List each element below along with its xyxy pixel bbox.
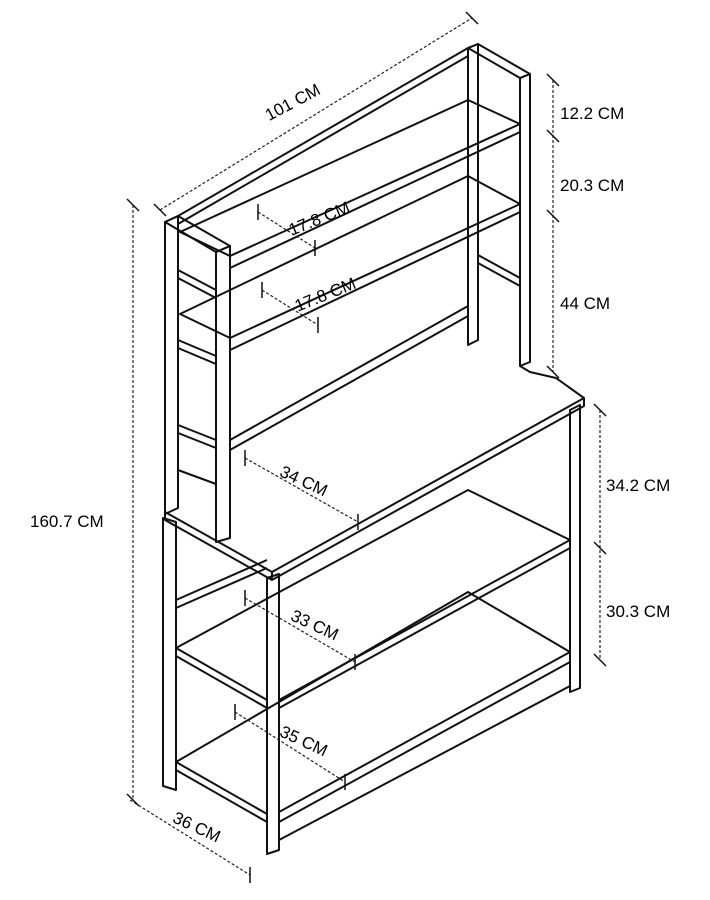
hutch-mid-gap-label: 20.3 CM xyxy=(560,176,625,195)
hutch-left-back-post xyxy=(164,215,179,515)
hutch-left-top-rail xyxy=(164,215,231,253)
front-left-leg xyxy=(266,573,280,855)
hutch-shelf-lower xyxy=(179,175,521,351)
back-left-leg xyxy=(162,517,177,791)
hutch-lower-gap-label: 44 CM xyxy=(560,294,611,313)
middle-shelf xyxy=(175,489,571,709)
total-height-label: 160.7 CM xyxy=(30,512,104,531)
hutch-top-rail xyxy=(177,47,469,225)
top-gap-label: 12.2 CM xyxy=(560,104,625,123)
hutch-right-back-post xyxy=(467,43,479,346)
hutch-shelf-top xyxy=(179,99,521,269)
front-right-leg xyxy=(569,404,581,693)
desk-top xyxy=(164,365,585,581)
desk-to-mid-gap-label: 34.2 CM xyxy=(606,476,671,495)
mid-to-bottom-gap-label: 30.3 CM xyxy=(606,602,671,621)
hutch-right-front-post xyxy=(519,73,531,367)
bottom-shelf xyxy=(175,591,571,823)
